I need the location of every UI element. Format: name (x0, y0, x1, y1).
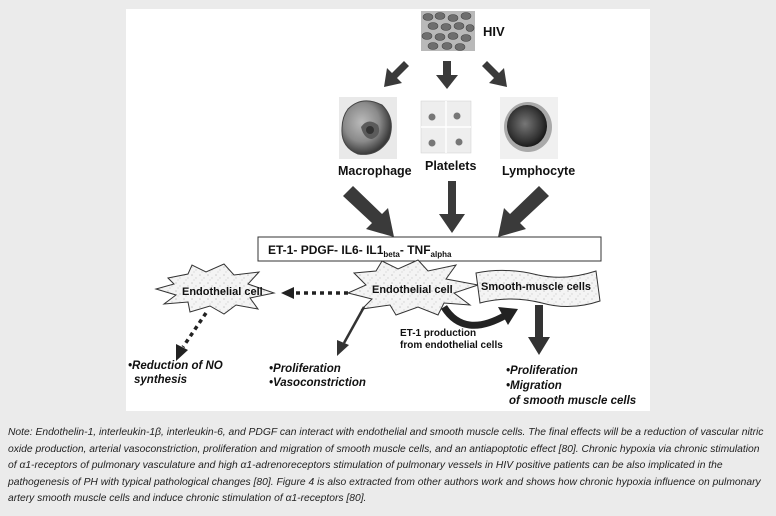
endothelial-cell-left-label: Endothelial cell (182, 286, 263, 298)
arrow-platelets-to-mediators (439, 181, 465, 233)
mediator-dash: - (400, 243, 404, 257)
figure-caption: Note: Endothelin-1, interleukin-1β, inte… (8, 427, 764, 504)
arrow-hiv-to-macrophage (384, 61, 409, 87)
endothelial-cell-left-starburst (154, 263, 276, 315)
mediator-il6: IL6- (341, 243, 362, 257)
curved-arrow-et1-production-head (498, 307, 518, 325)
outcome-proliferation: •Proliferation (269, 363, 341, 375)
mediator-tnf: TNF (407, 243, 430, 257)
arrow-lymphocyte-to-mediators (498, 186, 549, 237)
arrow-endothelial-left-to-no-head (176, 344, 188, 361)
smooth-muscle-cells-banner (475, 269, 601, 307)
curved-arrow-et1-production (441, 304, 508, 329)
platelets-label: Platelets (425, 159, 476, 173)
figure-panel: HIV Macrophage P (126, 9, 650, 411)
arrow-endothelial-left-to-no (181, 312, 208, 348)
hiv-label: HIV (483, 24, 505, 39)
outcome-no-line2: synthesis (134, 374, 187, 386)
mediator-pdgf: PDGF- (301, 243, 338, 257)
et1-production-line1: ET-1 production (400, 328, 476, 339)
et1-production-line2: from endothelial cells (400, 340, 503, 351)
endothelial-cell-center-label: Endothelial cell (372, 284, 453, 296)
arrow-hiv-to-platelets (436, 61, 458, 89)
outcome-smc-of-smooth-muscle: of smooth muscle cells (509, 395, 636, 407)
arrow-smooth-muscle-to-outcomes (528, 305, 550, 355)
arrow-hiv-to-lymphocyte (482, 61, 507, 87)
outcome-vasoconstriction: •Vasoconstriction (269, 377, 366, 389)
smooth-muscle-cells-label: Smooth-muscle cells (481, 281, 591, 293)
lymphocyte-image (500, 97, 558, 159)
mediator-il1-subscript: beta (383, 250, 400, 259)
macrophage-label: Macrophage (338, 164, 412, 178)
arrow-endothelial-center-to-proliferation-head (337, 340, 349, 356)
mediators-text: ET-1- PDGF- IL6- IL1beta- TNFalpha (268, 243, 452, 259)
outcome-smc-migration: •Migration (506, 380, 562, 392)
arrow-endothelial-center-to-proliferation (342, 306, 366, 344)
macrophage-image (339, 97, 397, 159)
hiv-micrograph-image (421, 11, 475, 51)
arrow-endothelial-center-to-left-head (281, 287, 294, 299)
outcome-smc-proliferation: •Proliferation (506, 365, 578, 377)
diagram: HIV Macrophage P (128, 11, 636, 407)
lymphocyte-label: Lymphocyte (502, 164, 575, 178)
mediators-box (257, 236, 602, 262)
platelets-image (420, 100, 472, 154)
mediator-et1: ET-1- (268, 243, 297, 257)
arrow-macrophage-to-mediators (343, 186, 394, 237)
endothelial-cell-center-starburst (346, 259, 480, 316)
mediator-il1: IL1 (366, 243, 384, 257)
mediator-tnf-subscript: alpha (431, 250, 452, 259)
outcome-no-line1: •Reduction of NO (128, 360, 223, 372)
